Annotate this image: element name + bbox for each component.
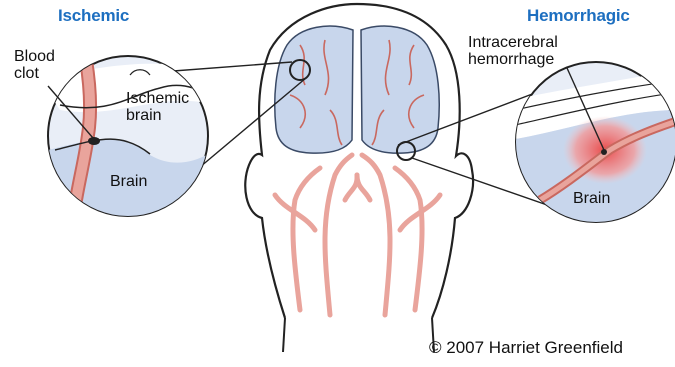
ischemic-title: Ischemic xyxy=(58,6,129,26)
brain-label-left: Brain xyxy=(110,173,147,190)
blood-clot xyxy=(88,137,100,145)
blood-clot-label-line2: clot xyxy=(14,65,55,82)
copyright-credit: © 2007 Harriet Greenfield xyxy=(429,338,623,358)
brain-left-hemisphere xyxy=(275,26,353,153)
ischemic-brain-label-line2: brain xyxy=(126,107,189,124)
ischemic-brain-label: Ischemic brain xyxy=(126,90,189,124)
intracerebral-label-line2: hemorrhage xyxy=(468,51,558,68)
neck xyxy=(283,318,434,352)
blood-clot-label-line1: Blood xyxy=(14,48,55,65)
intracerebral-label-line1: Intracerebral xyxy=(468,34,558,51)
brain-label-right: Brain xyxy=(573,190,610,207)
intracerebral-hemorrhage-label: Intracerebral hemorrhage xyxy=(468,34,558,68)
hemorrhagic-title: Hemorrhagic xyxy=(527,6,630,26)
blood-clot-label: Blood clot xyxy=(14,48,55,82)
ischemic-brain-label-line1: Ischemic xyxy=(126,90,189,107)
ischemic-magnifier xyxy=(40,56,215,230)
head-outline xyxy=(245,4,473,318)
